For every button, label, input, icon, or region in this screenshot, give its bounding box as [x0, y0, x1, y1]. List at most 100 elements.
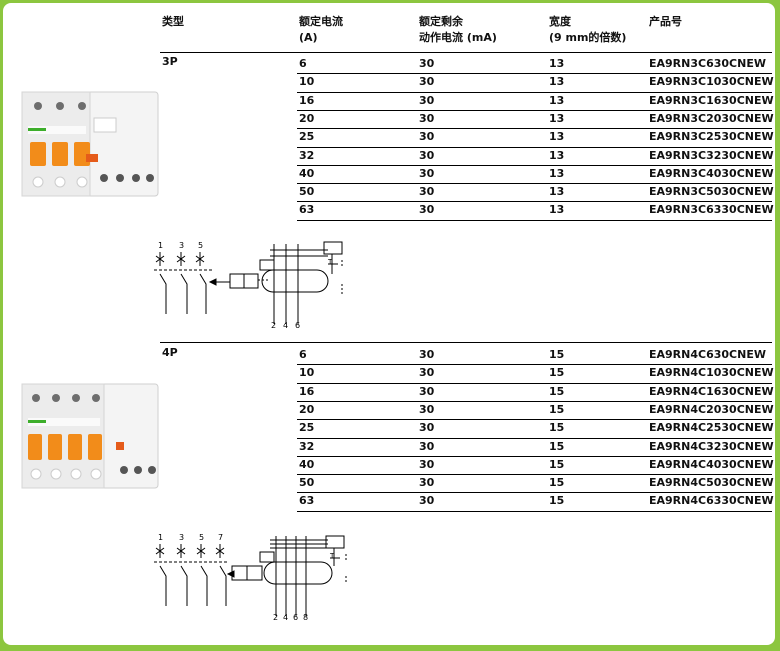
cell-residual: 30 — [419, 75, 435, 89]
row-rule — [297, 183, 772, 185]
cell-current: 6 — [299, 57, 307, 70]
cell-current: 40 — [299, 166, 315, 180]
cell-width: 13 — [549, 203, 565, 217]
cell-residual: 30 — [419, 439, 435, 453]
cell-current: 10 — [299, 75, 315, 89]
row-rule — [297, 164, 772, 166]
cell-width: 15 — [549, 421, 565, 435]
cell-residual: 30 — [419, 402, 435, 416]
cell-current: 10 — [299, 366, 315, 380]
cell-width: 15 — [549, 402, 565, 416]
cell-product: EA9RN3C5030CNEW — [649, 185, 774, 199]
terminal-label: 5 — [199, 533, 204, 542]
cell-width: 13 — [549, 185, 565, 199]
cell-residual: 30 — [419, 384, 435, 398]
header-width-label: 宽度 — [549, 15, 571, 28]
cell-residual: 30 — [419, 348, 435, 361]
header-residual-label: 额定剩余 — [419, 15, 463, 28]
header-product: 产品号 — [649, 15, 682, 28]
cell-residual: 30 — [419, 130, 435, 144]
cell-current: 25 — [299, 421, 315, 435]
row-rule — [297, 492, 772, 494]
terminal-label: 6 — [293, 613, 298, 622]
cell-product: EA9RN4C1630CNEW — [649, 384, 774, 398]
terminal-label: 3 — [179, 241, 184, 250]
cell-residual: 30 — [419, 166, 435, 180]
cell-product: EA9RN3C1030CNEW — [649, 75, 774, 89]
terminal-label: 1 — [158, 241, 163, 250]
cell-width: 15 — [549, 476, 565, 490]
cell-product: EA9RN3C6330CNEW — [649, 203, 774, 217]
cell-residual: 30 — [419, 57, 435, 70]
header-residual: 额定剩余 动作电流 (mA) — [419, 14, 497, 46]
cell-product: EA9RN3C2530CNEW — [649, 130, 774, 144]
row-rule — [297, 455, 772, 457]
section-label-3p: 3P — [162, 55, 178, 68]
cell-width: 13 — [549, 57, 565, 70]
header-width-unit: (9 mm的倍数) — [549, 31, 627, 44]
cell-current: 6 — [299, 348, 307, 361]
cell-residual: 30 — [419, 185, 435, 199]
cell-residual: 30 — [419, 476, 435, 490]
cell-width: 15 — [549, 457, 565, 471]
row-rule — [297, 474, 772, 476]
row-rule — [297, 128, 772, 130]
cell-width: 15 — [549, 384, 565, 398]
cell-residual: 30 — [419, 494, 435, 508]
cell-residual: 30 — [419, 366, 435, 380]
terminal-label: 7 — [218, 533, 223, 542]
cell-product: EA9RN3C4030CNEW — [649, 166, 774, 180]
cell-width: 13 — [549, 130, 565, 144]
cell-product: EA9RN4C4030CNEW — [649, 457, 774, 471]
header-width: 宽度 (9 mm的倍数) — [549, 14, 626, 46]
cell-product: EA9RN4C2030CNEW — [649, 402, 774, 416]
row-rule — [297, 382, 772, 384]
cell-product: EA9RN4C1030CNEW — [649, 366, 774, 380]
header-current-label: 额定电流 — [299, 15, 343, 28]
header-current-unit: (A) — [299, 31, 318, 44]
row-rule — [297, 219, 772, 221]
cell-current: 50 — [299, 476, 315, 490]
cell-residual: 30 — [419, 93, 435, 107]
cell-product: EA9RN3C2030CNEW — [649, 111, 774, 125]
terminal-label: 3 — [179, 533, 184, 542]
svg-text:T: T — [329, 552, 335, 560]
cell-current: 16 — [299, 93, 315, 107]
svg-text:T: T — [327, 258, 333, 266]
cell-width: 15 — [549, 439, 565, 453]
section-rule-4p — [160, 342, 772, 343]
header-rule — [160, 52, 772, 53]
breaker-3p-image — [21, 91, 159, 197]
terminal-label: 1 — [158, 533, 163, 542]
cell-width: 15 — [549, 494, 565, 508]
terminal-label: 5 — [198, 241, 203, 250]
row-rule — [297, 419, 772, 421]
cell-product: EA9RN4C5030CNEW — [649, 476, 774, 490]
row-rule — [297, 364, 772, 366]
cell-width: 15 — [549, 348, 565, 361]
header-residual-unit: 动作电流 (mA) — [419, 31, 497, 44]
row-rule — [297, 91, 772, 93]
cell-current: 20 — [299, 402, 315, 416]
cell-residual: 30 — [419, 111, 435, 125]
row-rule — [297, 73, 772, 75]
header-type: 类型 — [162, 15, 184, 28]
cell-width: 13 — [549, 166, 565, 180]
cell-current: 32 — [299, 148, 315, 162]
terminal-label: 2 — [273, 613, 278, 622]
cell-current: 50 — [299, 185, 315, 199]
terminal-label: 4 — [283, 321, 288, 330]
row-rule — [297, 510, 772, 512]
cell-residual: 30 — [419, 421, 435, 435]
cell-width: 13 — [549, 93, 565, 107]
cell-product: EA9RN4C630CNEW — [649, 348, 766, 361]
cell-product: EA9RN4C6330CNEW — [649, 494, 774, 508]
row-rule — [297, 146, 772, 148]
terminal-label: 6 — [295, 321, 300, 330]
cell-current: 40 — [299, 457, 315, 471]
section-label-4p: 4P — [162, 346, 178, 359]
row-rule — [297, 109, 772, 111]
cell-current: 20 — [299, 111, 315, 125]
cell-width: 13 — [549, 111, 565, 125]
cell-current: 32 — [299, 439, 315, 453]
